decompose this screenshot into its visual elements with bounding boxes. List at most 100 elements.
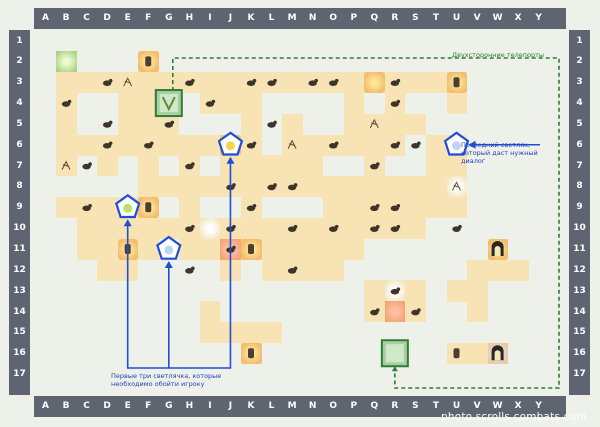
map-cell bbox=[76, 71, 98, 94]
map-cell bbox=[282, 113, 303, 135]
map-cell bbox=[364, 176, 385, 198]
column-label-top: P bbox=[350, 13, 358, 23]
column-label-bottom: F bbox=[145, 401, 152, 411]
column-label-top: O bbox=[329, 13, 338, 23]
map-cell bbox=[467, 343, 488, 365]
column-label-bottom: V bbox=[473, 401, 481, 411]
row-label-left: 8 bbox=[16, 181, 23, 192]
last-glowworm-note: Последний светляк, который даст нужный д… bbox=[461, 141, 543, 165]
map-cell bbox=[138, 92, 159, 114]
map-cell bbox=[138, 217, 159, 239]
map-cell bbox=[241, 176, 262, 198]
column-label-top: X bbox=[514, 13, 522, 23]
map-cell bbox=[76, 217, 98, 239]
map-cell bbox=[241, 113, 262, 135]
column-label-bottom: L bbox=[268, 401, 275, 411]
row-label-right: 7 bbox=[576, 160, 583, 171]
fox-icon bbox=[123, 77, 133, 87]
row-label-left: 16 bbox=[13, 348, 26, 359]
column-label-bottom: O bbox=[329, 401, 338, 411]
map-cell bbox=[405, 176, 426, 198]
column-label-top: S bbox=[412, 13, 419, 23]
map-cell bbox=[446, 155, 468, 177]
monster-icon bbox=[411, 308, 421, 316]
column-label-top: M bbox=[287, 13, 297, 23]
row-label-left: 5 bbox=[16, 118, 23, 129]
monster-icon bbox=[287, 266, 298, 274]
map-cell bbox=[302, 259, 324, 281]
row-label-left: 11 bbox=[13, 244, 26, 254]
monster-icon bbox=[102, 120, 113, 128]
map-cell bbox=[158, 71, 180, 94]
column-label-bottom: U bbox=[452, 401, 461, 411]
map-cell bbox=[220, 71, 242, 94]
row-label-left: 12 bbox=[13, 264, 26, 275]
map-cell bbox=[56, 197, 77, 219]
glowworm-marker bbox=[115, 193, 141, 219]
column-label-bottom: M bbox=[287, 401, 297, 411]
map-cell bbox=[343, 176, 365, 198]
map-cell bbox=[56, 134, 77, 156]
column-label-top: H bbox=[185, 13, 194, 23]
row-label-left: 3 bbox=[16, 77, 23, 88]
column-label-bottom: K bbox=[247, 401, 255, 411]
map-cell bbox=[425, 134, 447, 156]
map-cell bbox=[467, 280, 488, 302]
column-label-top: B bbox=[62, 13, 70, 23]
map-cell bbox=[241, 322, 262, 344]
row-label-right: 17 bbox=[573, 369, 586, 380]
map-cell bbox=[199, 71, 221, 94]
map-cell bbox=[138, 155, 159, 177]
row-label-right: 4 bbox=[576, 98, 583, 109]
monster-icon bbox=[411, 141, 421, 149]
map-cell bbox=[343, 92, 365, 114]
map-cell bbox=[241, 155, 262, 177]
map-cell bbox=[158, 217, 180, 239]
teleport-note: Двухсторонние телепорты bbox=[452, 51, 545, 59]
column-label-top: E bbox=[124, 13, 131, 23]
monster-icon bbox=[267, 78, 277, 86]
last-glowworm-note-line: который даст нужный bbox=[461, 149, 538, 157]
row-label-right: 15 bbox=[573, 327, 586, 338]
map-cell bbox=[261, 155, 283, 177]
row-label-left: 1 bbox=[16, 35, 23, 46]
shrine-icon bbox=[145, 56, 152, 67]
map-cell bbox=[199, 217, 221, 239]
column-label-bottom: B bbox=[62, 401, 70, 411]
map-cell bbox=[446, 92, 468, 114]
map-cell bbox=[179, 134, 200, 156]
map-cell bbox=[179, 197, 200, 219]
monster-icon bbox=[267, 183, 277, 191]
column-label-bottom: C bbox=[83, 401, 90, 411]
first-glowworms-note-line: необходимо обойти игроку bbox=[111, 380, 205, 388]
row-label-right: 12 bbox=[573, 264, 586, 275]
map-cell bbox=[405, 71, 426, 94]
map-cell bbox=[425, 176, 447, 198]
monster-icon bbox=[370, 162, 380, 170]
row-label-right: 6 bbox=[576, 139, 583, 150]
monster-icon bbox=[390, 99, 401, 107]
glowworm-marker bbox=[217, 131, 244, 156]
fox-icon bbox=[61, 160, 71, 170]
column-label-bottom: P bbox=[350, 401, 358, 411]
first-glowworms-note-line: Первые три светлячка, которые bbox=[111, 372, 222, 380]
row-label-right: 11 bbox=[573, 244, 586, 254]
last-glowworm-note-line: Последний светляк, bbox=[461, 141, 531, 149]
map-cell bbox=[97, 155, 118, 177]
map-cell bbox=[199, 134, 221, 156]
watermark: photo.scrolls.combats.com bbox=[441, 411, 587, 423]
map-cell bbox=[138, 238, 159, 260]
monster-icon bbox=[329, 78, 339, 86]
map-cell bbox=[97, 238, 118, 260]
row-label-right: 1 bbox=[576, 35, 583, 46]
monster-icon bbox=[102, 141, 113, 149]
map-cell bbox=[117, 92, 139, 114]
map-cell bbox=[302, 238, 324, 260]
map-cell bbox=[220, 92, 242, 114]
map-cell bbox=[76, 134, 98, 156]
map-cell bbox=[199, 322, 221, 344]
row-label-right: 2 bbox=[576, 56, 583, 67]
map-cell bbox=[384, 176, 406, 198]
teleport-link-line bbox=[172, 57, 560, 389]
